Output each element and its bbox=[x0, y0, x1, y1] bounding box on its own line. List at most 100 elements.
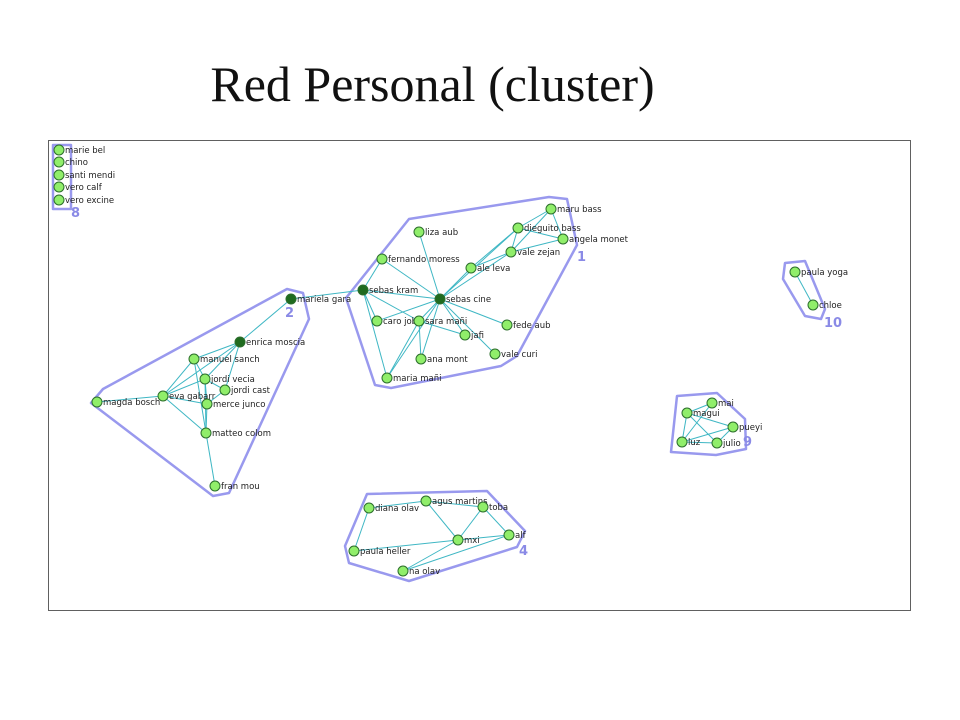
node-circle[interactable] bbox=[285, 293, 297, 305]
node-marie_bel[interactable]: marie bel bbox=[53, 144, 105, 156]
node-label: sebas cine bbox=[446, 295, 491, 305]
node-circle[interactable] bbox=[53, 194, 65, 206]
node-diana_olav[interactable]: diana olav bbox=[363, 502, 419, 514]
node-circle[interactable] bbox=[53, 156, 65, 168]
node-circle[interactable] bbox=[234, 336, 246, 348]
node-circle[interactable] bbox=[420, 495, 432, 507]
node-circle[interactable] bbox=[363, 502, 375, 514]
node-ale_leva[interactable]: ale leva bbox=[465, 262, 510, 274]
node-magda_bosch[interactable]: magda bosch bbox=[91, 396, 160, 408]
node-circle[interactable] bbox=[434, 293, 446, 305]
node-circle[interactable] bbox=[415, 353, 427, 365]
node-circle[interactable] bbox=[376, 253, 388, 265]
node-sebas_kram[interactable]: sebas kram bbox=[357, 284, 418, 296]
edge-magui-julio bbox=[686, 412, 718, 444]
node-dieguito_bass[interactable]: dieguito bass bbox=[512, 222, 581, 234]
cluster-label-4: 4 bbox=[519, 544, 528, 559]
node-circle[interactable] bbox=[219, 384, 231, 396]
node-vale_curi[interactable]: vale curi bbox=[489, 348, 537, 360]
node-mxi[interactable]: mxi bbox=[452, 534, 480, 546]
node-circle[interactable] bbox=[807, 299, 819, 311]
node-circle[interactable] bbox=[452, 534, 464, 546]
node-circle[interactable] bbox=[188, 353, 200, 365]
node-circle[interactable] bbox=[477, 501, 489, 513]
node-enrica_moscia[interactable]: enrica moscia bbox=[234, 336, 305, 348]
node-circle[interactable] bbox=[381, 372, 393, 384]
node-vero_calf[interactable]: vero calf bbox=[53, 181, 103, 193]
cluster-hulls-layer bbox=[51, 143, 827, 583]
node-jafi[interactable]: jafi bbox=[459, 329, 484, 341]
node-label: julio bbox=[722, 439, 741, 449]
node-circle[interactable] bbox=[357, 284, 369, 296]
node-mariela_gara[interactable]: mariela gara bbox=[285, 293, 351, 305]
node-circle[interactable] bbox=[209, 480, 221, 492]
node-circle[interactable] bbox=[53, 144, 65, 156]
node-circle[interactable] bbox=[199, 373, 211, 385]
node-liza_aub[interactable]: liza aub bbox=[413, 226, 458, 238]
node-ana_mont[interactable]: ana mont bbox=[415, 353, 468, 365]
node-circle[interactable] bbox=[201, 398, 213, 410]
node-circle[interactable] bbox=[465, 262, 477, 274]
node-circle[interactable] bbox=[681, 407, 693, 419]
node-magui[interactable]: magui bbox=[681, 407, 720, 419]
node-circle[interactable] bbox=[200, 427, 212, 439]
node-circle[interactable] bbox=[53, 169, 65, 181]
node-circle[interactable] bbox=[459, 329, 471, 341]
node-na_olav[interactable]: na olav bbox=[397, 565, 440, 577]
node-circle[interactable] bbox=[505, 246, 517, 258]
node-maru_bass[interactable]: maru bass bbox=[545, 203, 602, 215]
node-circle[interactable] bbox=[503, 529, 515, 541]
node-circle[interactable] bbox=[397, 565, 409, 577]
node-circle[interactable] bbox=[91, 396, 103, 408]
node-circle[interactable] bbox=[53, 181, 65, 193]
node-circle[interactable] bbox=[157, 390, 169, 402]
node-caro_jobb[interactable]: caro jobb bbox=[371, 315, 422, 327]
node-circle[interactable] bbox=[557, 233, 569, 245]
node-maria_mani[interactable]: maria mañi bbox=[381, 372, 442, 384]
node-alf[interactable]: alf bbox=[503, 529, 527, 541]
node-manuel_sanch[interactable]: manuel sanch bbox=[188, 353, 260, 365]
node-luz[interactable]: luz bbox=[676, 436, 701, 448]
node-toba[interactable]: toba bbox=[477, 501, 508, 513]
node-fede_aub[interactable]: fede aub bbox=[501, 319, 551, 331]
node-eva_gabarr[interactable]: eva gabarr bbox=[157, 390, 216, 402]
node-circle[interactable] bbox=[512, 222, 524, 234]
node-vale_zejan[interactable]: vale zejan bbox=[505, 246, 560, 258]
node-circle[interactable] bbox=[371, 315, 383, 327]
node-circle[interactable] bbox=[727, 421, 739, 433]
node-angela_monet[interactable]: angela monet bbox=[557, 233, 629, 245]
node-circle[interactable] bbox=[348, 545, 360, 557]
node-paula_heller[interactable]: paula heller bbox=[348, 545, 411, 557]
node-label: vale curi bbox=[501, 350, 537, 360]
node-paula_yoga[interactable]: paula yoga bbox=[789, 266, 848, 278]
edge-ale_leva-sebas_cine bbox=[439, 267, 472, 300]
node-merce_junco[interactable]: merce junco bbox=[201, 398, 265, 410]
node-circle[interactable] bbox=[706, 397, 718, 409]
node-circle[interactable] bbox=[413, 226, 425, 238]
node-fernando_moress[interactable]: fernando moress bbox=[376, 253, 460, 265]
node-matteo_colom[interactable]: matteo colom bbox=[200, 427, 271, 439]
node-jordi_vecia[interactable]: jordi vecia bbox=[199, 373, 255, 385]
node-fran_mou[interactable]: fran mou bbox=[209, 480, 260, 492]
edge-sebas_kram-mariela_gara bbox=[290, 289, 364, 300]
node-circle[interactable] bbox=[545, 203, 557, 215]
node-jordi_cast[interactable]: jordi cast bbox=[219, 384, 271, 396]
node-agus_martins[interactable]: agus martins bbox=[420, 495, 488, 507]
node-julio[interactable]: julio bbox=[711, 437, 741, 449]
node-pueyi[interactable]: pueyi bbox=[727, 421, 762, 433]
node-santi_mendi[interactable]: santi mendi bbox=[53, 169, 115, 181]
node-sara_mani[interactable]: sara mañi bbox=[413, 315, 467, 327]
node-chino[interactable]: chino bbox=[53, 156, 88, 168]
node-sebas_cine[interactable]: sebas cine bbox=[434, 293, 491, 305]
node-circle[interactable] bbox=[501, 319, 513, 331]
node-vero_excine[interactable]: vero excine bbox=[53, 194, 114, 206]
node-circle[interactable] bbox=[789, 266, 801, 278]
edge-matteo_colom-fran_mou bbox=[205, 432, 216, 487]
node-circle[interactable] bbox=[676, 436, 688, 448]
node-circle[interactable] bbox=[413, 315, 425, 327]
node-chloe[interactable]: chloe bbox=[807, 299, 842, 311]
node-mai[interactable]: mai bbox=[706, 397, 734, 409]
node-circle[interactable] bbox=[489, 348, 501, 360]
node-label: chloe bbox=[819, 301, 842, 311]
node-circle[interactable] bbox=[711, 437, 723, 449]
